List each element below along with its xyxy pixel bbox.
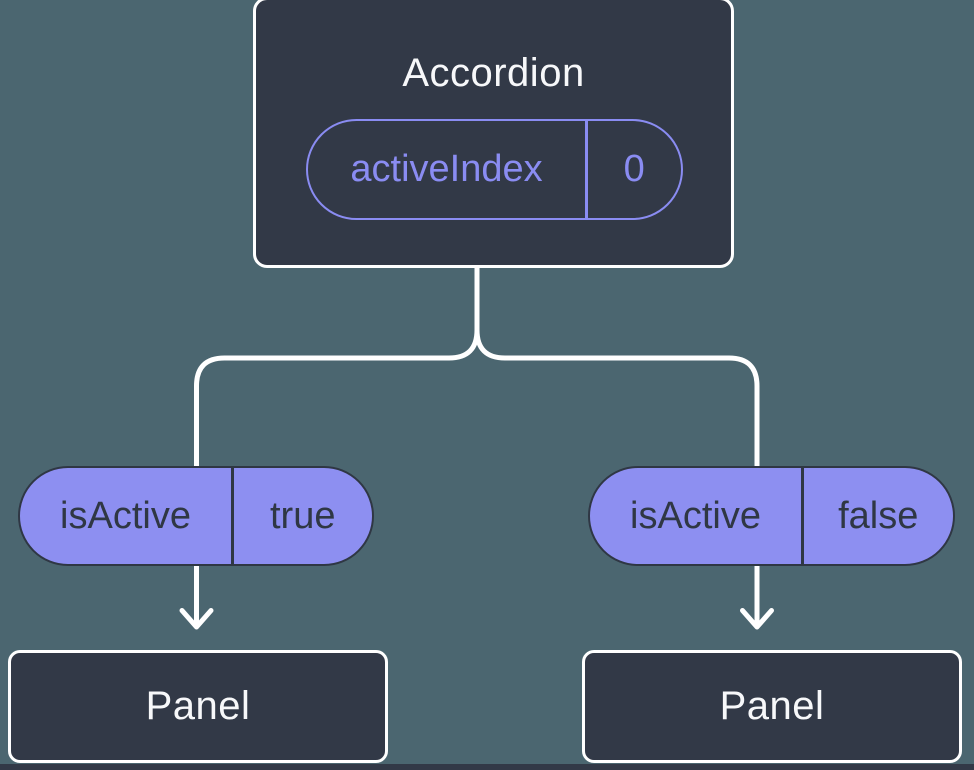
prop-pill-value: true <box>270 494 336 537</box>
edge-left-arrowhead <box>179 608 214 630</box>
prop-pill-isactive-false: isActive false <box>588 466 955 566</box>
panel-node-title: Panel <box>719 684 825 728</box>
panel-node-right: Panel <box>582 650 962 763</box>
state-pill-divider <box>585 121 588 218</box>
state-pill-activeindex: activeIndex 0 <box>306 119 683 220</box>
prop-pill-divider <box>231 468 234 564</box>
edge-right-line <box>474 261 760 627</box>
edge-left-line <box>194 261 480 627</box>
accordion-node-title: Accordion <box>402 51 585 95</box>
bottom-edge-strip <box>0 764 974 770</box>
prop-pill-isactive-true: isActive true <box>18 466 374 566</box>
prop-pill-divider <box>801 468 804 564</box>
prop-pill-value: false <box>838 494 919 537</box>
state-pill-value: 0 <box>623 148 645 190</box>
state-pill-label: activeIndex <box>350 148 543 190</box>
accordion-node: Accordion activeIndex 0 <box>253 0 734 268</box>
panel-node-title: Panel <box>145 684 251 728</box>
prop-pill-label: isActive <box>630 494 761 537</box>
panel-node-left: Panel <box>8 650 388 763</box>
prop-pill-label: isActive <box>60 494 191 537</box>
edge-right-arrowhead <box>740 608 774 630</box>
